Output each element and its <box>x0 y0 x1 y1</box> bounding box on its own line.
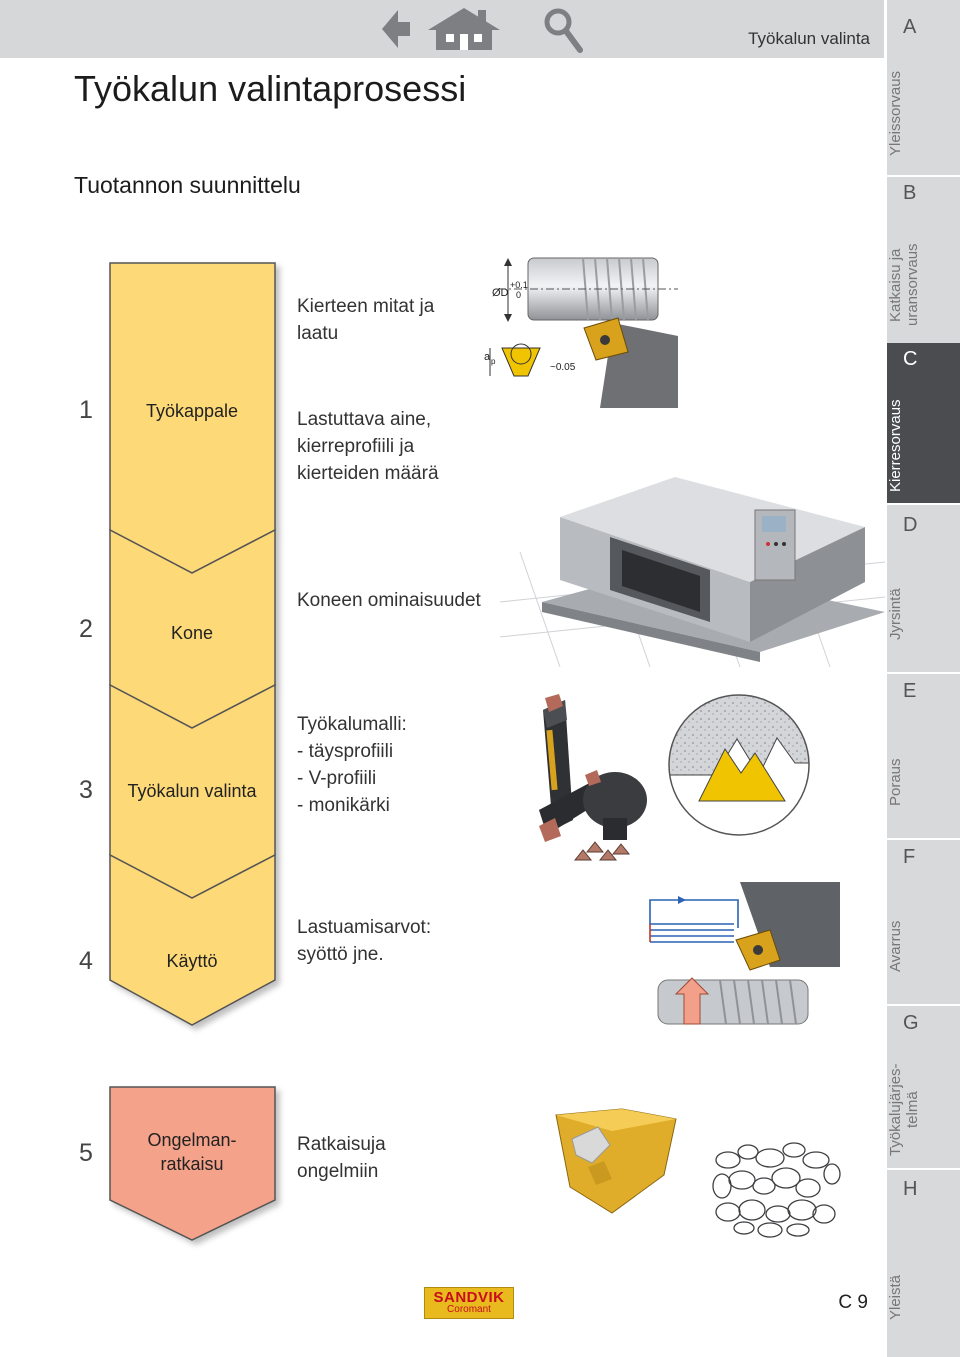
sidebar-item-jyrsinta[interactable]: Jyrsintä <box>887 588 904 640</box>
chips-image <box>712 1142 841 1238</box>
tool-model-item: - monikärki <box>297 795 390 816</box>
active-section-highlight <box>887 343 960 503</box>
infeed-diagram <box>649 882 840 1025</box>
section-title: Työkalun valinta <box>748 29 870 48</box>
sidebar-letter-h[interactable]: H <box>903 1178 918 1200</box>
tool-model-item: - täysprofiili <box>297 741 394 762</box>
lathe-machine-image <box>500 477 885 667</box>
step-label-5: Ongelman- ratkaisu <box>147 1130 237 1174</box>
desc-machine: Koneen ominaisuudet <box>297 590 481 611</box>
sidebar-letter-f[interactable]: F <box>903 846 916 868</box>
sidebar-letter-e[interactable]: E <box>903 680 917 702</box>
step-number-3: 3 <box>79 776 93 804</box>
brand-sub: Coromant <box>447 1304 491 1315</box>
thread-profile-image <box>668 694 810 836</box>
tolerance-upper: +0.1 <box>510 280 528 290</box>
sandvik-coromant-logo: SANDVIK Coromant <box>424 1287 514 1319</box>
desc-cutting-data: Lastuamisarvot: syöttö jne. <box>297 917 432 965</box>
step-number-2: 2 <box>79 615 93 643</box>
diameter-label: ØD <box>492 287 509 299</box>
sidebar-item-kierresorvaus[interactable]: Kierresorvaus <box>887 399 904 493</box>
sidebar-letter-a[interactable]: A <box>903 16 917 38</box>
worn-insert-image <box>555 1108 677 1214</box>
page-number: C 9 <box>838 1292 868 1313</box>
step-label-1: Työkappale <box>145 401 239 421</box>
sidebar-divider <box>887 1004 960 1006</box>
step-label-2: Kone <box>170 623 214 643</box>
step-shape-4 <box>109 853 276 1026</box>
thread-dimension-drawing: ØD +0.1 0 a p ~0.05 <box>484 257 678 408</box>
thread-tools-image <box>539 694 647 861</box>
page-subtitle: Tuotannon suunnittelu <box>74 172 301 198</box>
brand-name: SANDVIK <box>433 1289 505 1306</box>
tool-model-title: Työkalumalli: <box>297 714 407 735</box>
sidebar-item-avarrus[interactable]: Avarrus <box>887 920 904 972</box>
radial-label: ~0.05 <box>550 362 576 373</box>
step-number-4: 4 <box>79 947 93 975</box>
sidebar-letter-g[interactable]: G <box>903 1012 919 1034</box>
sidebar-item-poraus[interactable]: Poraus <box>887 758 904 806</box>
sidebar-divider <box>887 175 960 177</box>
sidebar-item-yleista[interactable]: Yleistä <box>887 1274 904 1321</box>
desc-material: Lastuttava aine, kierreprofiili ja kiert… <box>297 409 439 484</box>
home-icon[interactable] <box>428 8 500 50</box>
step-label-4: Käyttö <box>166 951 218 971</box>
sidebar-letter-c[interactable]: C <box>903 348 918 370</box>
desc-thread-dimensions: Kierteen mitat ja laatu <box>297 296 435 344</box>
section-index-sidebar: A Yleissorvaus B Katkaisu ja uransorvaus… <box>887 0 960 1357</box>
sidebar-divider <box>887 672 960 674</box>
tool-model-item: - V-profiili <box>297 768 377 789</box>
step-label-3: Työkalun valinta <box>127 781 257 801</box>
page-title: Työkalun valintaprosessi <box>74 68 467 109</box>
desc-tool-model: Työkalumalli: - täysprofiili - V-profiil… <box>297 711 407 819</box>
sidebar-divider <box>887 503 960 505</box>
ap-label: a <box>484 351 491 363</box>
sidebar-item-tyokalujarjestelma[interactable]: Työkalujärjes- telmä <box>887 1063 921 1157</box>
step-number-5: 5 <box>79 1139 93 1167</box>
step-shape-5 <box>109 1086 276 1241</box>
process-flow <box>109 262 276 1241</box>
sidebar-divider <box>887 1168 960 1170</box>
sidebar-letter-b[interactable]: B <box>903 182 917 204</box>
back-arrow-icon[interactable] <box>382 10 410 48</box>
sidebar-item-yleissorvaus[interactable]: Yleissorvaus <box>887 70 904 156</box>
tolerance-lower: 0 <box>516 290 521 300</box>
sidebar-item-katkaisu[interactable]: Katkaisu ja uransorvaus <box>887 243 921 327</box>
sidebar-letter-d[interactable]: D <box>903 514 918 536</box>
nav-icons <box>382 8 583 53</box>
sidebar-divider <box>887 838 960 840</box>
step-number-1: 1 <box>79 396 93 424</box>
ap-sub-label: p <box>491 357 496 366</box>
search-icon[interactable] <box>544 8 583 53</box>
desc-troubleshooting: Ratkaisuja ongelmiin <box>297 1134 386 1182</box>
